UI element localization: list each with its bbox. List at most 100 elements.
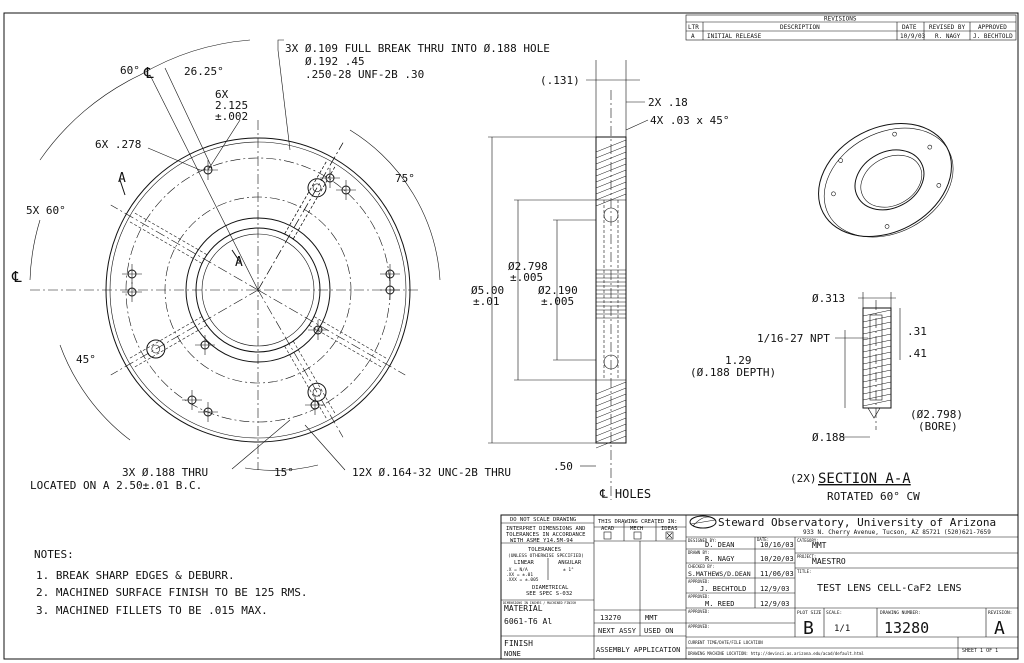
designed-date: 10/16/03 bbox=[760, 541, 794, 549]
bore-label: (BORE) bbox=[918, 420, 958, 433]
hatch-line bbox=[595, 387, 627, 401]
hatch-line bbox=[862, 381, 892, 389]
section-marker-a: A bbox=[118, 171, 126, 186]
hatch-line bbox=[862, 321, 892, 329]
notes: NOTES: 1. BREAK SHARP EDGES & DEBURR. 2.… bbox=[34, 548, 308, 617]
hatch-line bbox=[862, 369, 892, 377]
dim-2-125: 2.125 bbox=[215, 99, 248, 112]
designed-by-label: DESIGNED BY: bbox=[688, 538, 717, 543]
note-bottom-3: 12X Ø.164-32 UNC-2B THRU bbox=[352, 466, 511, 479]
hatch-line bbox=[862, 387, 892, 395]
dim-31: .31 bbox=[907, 325, 927, 338]
radial-hole-edge bbox=[129, 316, 202, 359]
dwg-number-label: DRAWING NUMBER: bbox=[880, 610, 921, 616]
radial-centerline bbox=[110, 289, 259, 376]
section-marker-a-2: A bbox=[235, 255, 243, 270]
designed-date-label: DATE: bbox=[757, 537, 769, 542]
dim-2-190: Ø2.190 bbox=[538, 284, 578, 297]
next-assy-value: 13270 bbox=[600, 614, 621, 622]
dims-small-note: DIMENSIONS IN INCHES / MACHINED FINISH bbox=[503, 601, 576, 605]
drawing-title: TEST LENS CELL-CaF2 LENS bbox=[817, 583, 962, 594]
rev-header-ltr: LTR bbox=[688, 24, 699, 31]
centerline-mark-top: ℄ bbox=[143, 64, 154, 82]
front-view: 3X Ø.109 FULL BREAK THRU INTO Ø.188 HOLE… bbox=[11, 39, 550, 492]
category-value: MMT bbox=[812, 541, 827, 550]
hatch-line bbox=[862, 357, 892, 365]
observatory-logo bbox=[689, 515, 717, 529]
hatch-line bbox=[862, 351, 892, 359]
current-time-label: CURRENT TIME/DATE/FILE LOCATION bbox=[688, 640, 763, 645]
radial-hole-edge bbox=[293, 166, 336, 239]
designed-by: D. DEAN bbox=[705, 541, 735, 549]
notes-heading: NOTES: bbox=[34, 548, 74, 561]
depth-note: (Ø.188 DEPTH) bbox=[690, 366, 776, 379]
hatch-line bbox=[862, 363, 892, 371]
rev-header-date: DATE bbox=[902, 24, 917, 31]
approved2-label: APPROVED: bbox=[688, 594, 710, 599]
rev-row-revised: R. NAGY bbox=[935, 33, 961, 40]
checked-label: CHECKED BY: bbox=[688, 564, 715, 569]
label-6x: 6X bbox=[215, 88, 229, 101]
dim-5-00: Ø5.00 bbox=[471, 284, 504, 297]
note-bottom-1: 3X Ø.188 THRU bbox=[122, 466, 208, 479]
dim-188: Ø.188 bbox=[812, 431, 845, 444]
angle-5x60: 5X 60° bbox=[26, 204, 66, 217]
finish-label: FINISH bbox=[504, 639, 533, 648]
plot-size-label: PLOT SIZE bbox=[797, 610, 822, 616]
radial-centerline bbox=[257, 142, 344, 291]
tol-linear-3: .XXX = ±.005 bbox=[506, 577, 539, 583]
category-label: CATEGORY: bbox=[797, 538, 819, 543]
material-label: MATERIAL bbox=[504, 604, 543, 613]
angle-15: 15° bbox=[274, 466, 294, 479]
title-label: TITLE: bbox=[797, 569, 811, 574]
tol-002: ±.002 bbox=[215, 110, 248, 123]
hatch-line bbox=[862, 309, 892, 317]
note-bottom-2: LOCATED ON A 2.50±.01 B.C. bbox=[30, 479, 202, 492]
hatch-line bbox=[862, 375, 892, 383]
created-in: THIS DRAWING CREATED IN: bbox=[598, 519, 677, 525]
angular-label: ANGULAR bbox=[558, 560, 582, 566]
hatch-line bbox=[595, 423, 627, 437]
radial-hole-edge bbox=[293, 341, 336, 414]
revision-value: A bbox=[994, 618, 1005, 639]
angle-75: 75° bbox=[395, 172, 415, 185]
port-hole bbox=[312, 387, 322, 397]
note-holes-top-3: .250-28 UNF-2B .30 bbox=[305, 68, 424, 81]
dim-131: (.131) bbox=[540, 74, 580, 87]
approved-date: 12/9/03 bbox=[760, 585, 790, 593]
rev-header-approved: APPROVED bbox=[978, 24, 1007, 31]
note-2: 2. MACHINED SURFACE FINISH TO BE 125 RMS… bbox=[36, 586, 308, 599]
approved4-label: APPROVED: bbox=[688, 624, 710, 629]
tol-linear-2: .XX = ±.01 bbox=[506, 572, 533, 578]
isometric-view bbox=[818, 123, 954, 238]
mech-checkbox bbox=[633, 531, 642, 540]
checked-by: S.MATHEWS/D.DEAN bbox=[688, 570, 751, 578]
approved-label: APPROVED: bbox=[688, 579, 710, 584]
dim-2x-18: 2X .18 bbox=[648, 96, 688, 109]
hatch-line bbox=[862, 399, 892, 407]
radial-hole-edge bbox=[284, 346, 327, 419]
npt-callout: 1/16-27 NPT bbox=[757, 332, 830, 345]
drawn-date: 10/20/03 bbox=[760, 555, 794, 563]
material-value: 6061-T6 Al bbox=[504, 617, 552, 626]
tol-angular: ± 1° bbox=[563, 567, 574, 573]
tol-005-b: ±.005 bbox=[541, 295, 574, 308]
checked-date: 11/06/03 bbox=[760, 570, 794, 578]
scale-label: SCALE: bbox=[826, 610, 842, 616]
radial-centerline bbox=[257, 289, 406, 376]
section-rotated: ROTATED 60° CW bbox=[827, 490, 920, 503]
org-address: 933 N. Cherry Avenue, Tucson, AZ 85721 (… bbox=[803, 529, 991, 536]
finish-value: NONE bbox=[504, 650, 521, 658]
note-holes-top-2: Ø.192 .45 bbox=[305, 55, 365, 68]
hatch-line bbox=[595, 405, 627, 419]
tol-01: ±.01 bbox=[473, 295, 500, 308]
tol-005-a: ±.005 bbox=[510, 271, 543, 284]
rev-header-desc: DESCRIPTION bbox=[780, 24, 820, 31]
approved-by: J. BECHTOLD bbox=[700, 585, 746, 593]
plot-size-value: B bbox=[803, 618, 814, 639]
drawn-by: R. NAGY bbox=[705, 555, 735, 563]
used-on-value: MMT bbox=[645, 614, 658, 622]
dim-41: .41 bbox=[907, 347, 927, 360]
org-name: Steward Observatory, University of Arizo… bbox=[718, 516, 996, 529]
angle-26-25: 26.25° bbox=[184, 65, 224, 78]
